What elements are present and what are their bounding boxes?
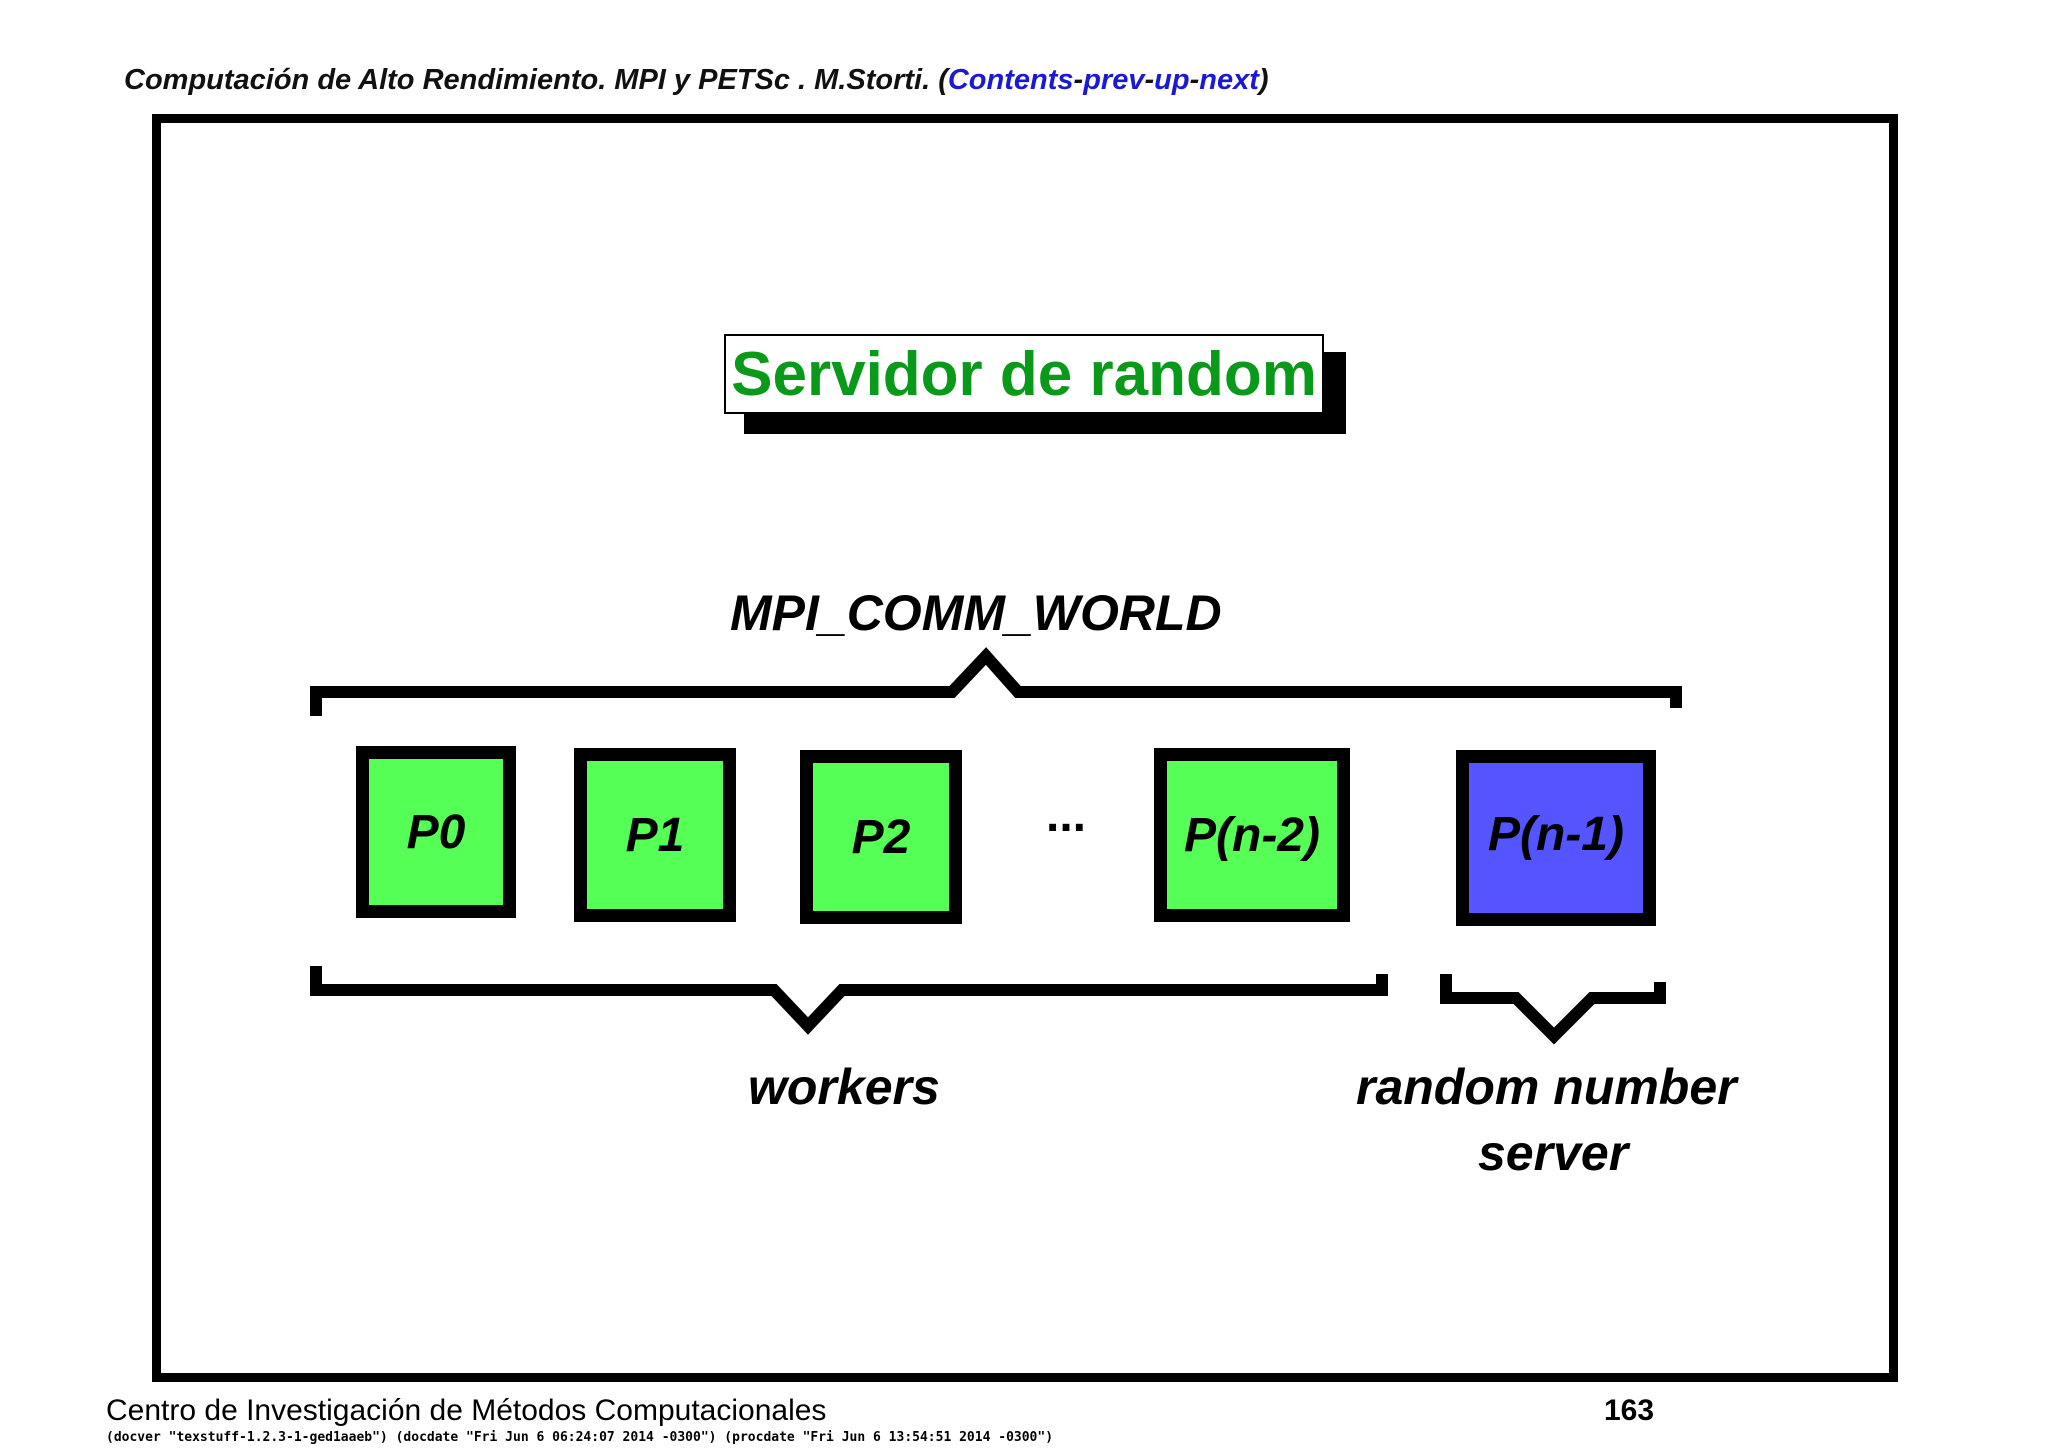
server-brace xyxy=(1440,974,1666,1045)
process-p1: P1 xyxy=(574,748,736,922)
process-label: P2 xyxy=(851,810,911,864)
nav-separator: - xyxy=(1073,64,1084,96)
header-title: Computación de Alto Rendimiento. MPI y P… xyxy=(124,64,948,96)
process-p0: P0 xyxy=(356,746,516,918)
nav-link-next[interactable]: next xyxy=(1199,64,1259,96)
process-label: P(n-1) xyxy=(1488,808,1624,861)
comm-world-brace xyxy=(310,647,1682,716)
nav-link-prev[interactable]: prev xyxy=(1083,64,1145,96)
page-number: 163 xyxy=(1604,1394,1655,1427)
process-pn-1: P(n-1) xyxy=(1456,750,1656,926)
process-ellipsis: ... xyxy=(1046,789,1087,842)
nav-separator: - xyxy=(1189,64,1200,96)
workers-brace xyxy=(310,966,1388,1035)
footer-meta: (docver "texstuff-1.2.3-1-ged1aaeb") (do… xyxy=(106,1430,1054,1445)
process-pn-2: P(n-2) xyxy=(1154,748,1350,922)
nav-link-up[interactable]: up xyxy=(1154,64,1190,96)
server-label-line2: server xyxy=(1478,1125,1629,1181)
process-label: P(n-2) xyxy=(1184,808,1320,862)
slide-frame xyxy=(152,114,1898,1382)
process-label: P0 xyxy=(406,805,466,859)
comm-world-label: MPI_COMM_WORLD xyxy=(730,585,1222,641)
slide-title-box: Servidor de random xyxy=(724,334,1324,414)
slide-title: Servidor de random xyxy=(731,339,1317,409)
workers-label: workers xyxy=(748,1059,940,1115)
server-label-line1: random number xyxy=(1356,1059,1737,1115)
footer-institution: Centro de Investigación de Métodos Compu… xyxy=(106,1394,827,1427)
nav-separator: - xyxy=(1144,64,1155,96)
process-label: P1 xyxy=(625,808,685,862)
nav-link-contents[interactable]: Contents xyxy=(947,64,1074,96)
header-close-paren: ) xyxy=(1258,64,1269,96)
process-p2: P2 xyxy=(800,750,962,924)
page-header: Computación de Alto Rendimiento. MPI y P… xyxy=(124,64,1269,97)
